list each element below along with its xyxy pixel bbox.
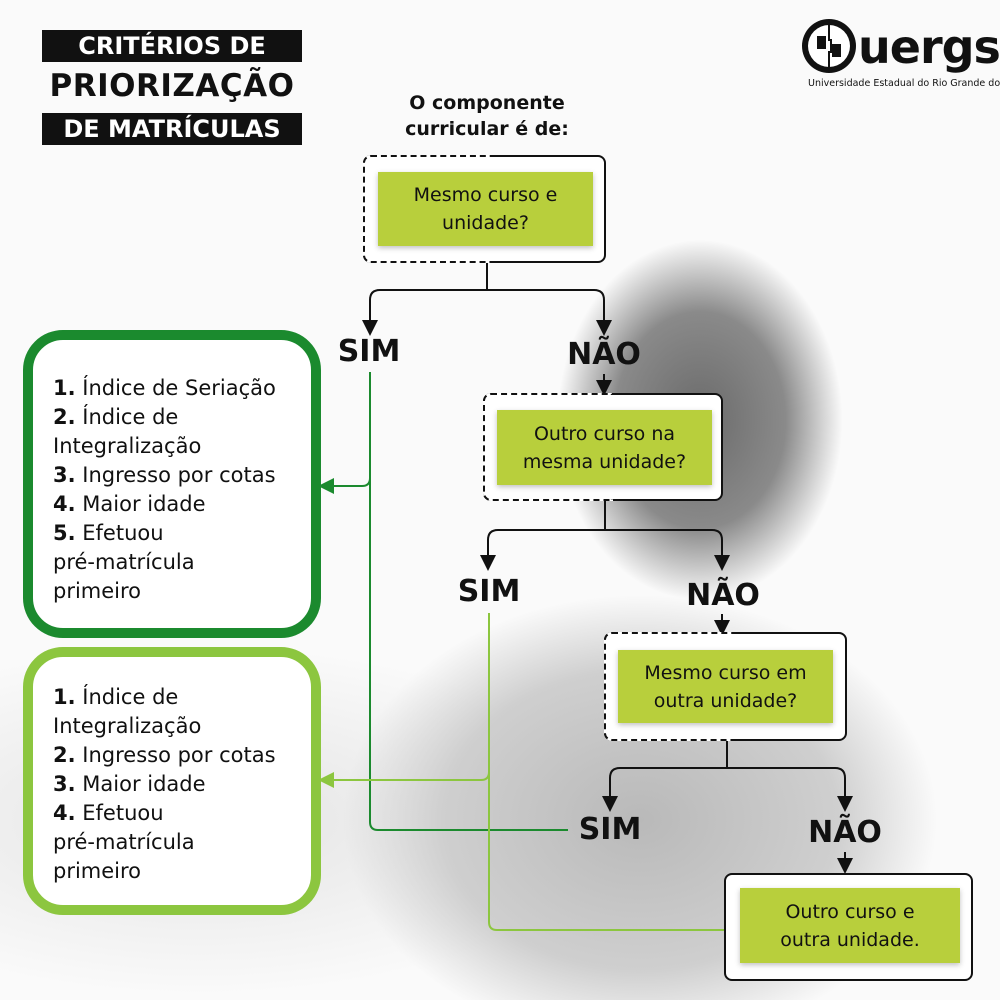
title-line-2: PRIORIZAÇÃO — [49, 68, 295, 104]
criteria-item: pré-matrícula — [53, 828, 311, 857]
node-text: Outro curso e — [785, 900, 915, 923]
node-text: mesma unidade? — [522, 450, 687, 473]
criteria-item: Integralização — [53, 712, 311, 741]
logo-subtitle: Universidade Estadual do Rio Grande do S… — [808, 78, 1000, 89]
question-heading: O componente curricular é de: — [380, 90, 594, 142]
criteria-text: Maior idade — [75, 772, 206, 796]
criteria-text: Ingresso por cotas — [75, 743, 276, 767]
criteria-item: 5. Efetuou — [53, 519, 311, 548]
criteria-number: 4. — [53, 801, 76, 825]
criteria-number: 2. — [53, 743, 76, 767]
criteria-number: 1. — [53, 685, 76, 709]
label-nao-3: NÃO — [808, 815, 882, 850]
criteria-number: 3. — [53, 463, 76, 487]
criteria-text: Índice de Seriação — [75, 376, 276, 400]
criteria-number: 2. — [53, 405, 76, 429]
connector-q2 — [487, 500, 723, 565]
criteria-item: 1. Índice de — [53, 683, 311, 712]
label-sim-1: SIM — [337, 334, 401, 369]
node-text: Mesmo curso em — [644, 661, 807, 684]
criteria-item: 3. Maior idade — [53, 770, 311, 799]
criteria-text: Efetuou — [75, 801, 164, 825]
criteria-number: 4. — [53, 492, 76, 516]
label-nao-1: NÃO — [567, 337, 641, 372]
criteria-text: pré-matrícula — [53, 550, 195, 574]
criteria-item: 2. Ingresso por cotas — [53, 741, 311, 770]
question-line-1: O componente — [409, 92, 565, 114]
criteria-text: Efetuou — [75, 521, 164, 545]
criteria-text: Índice de — [75, 405, 179, 429]
question-line-2: curricular é de: — [405, 118, 569, 140]
title-line-3: DE MATRÍCULAS — [42, 113, 302, 145]
dark-green-connector — [318, 372, 568, 831]
criteria-text: primeiro — [53, 579, 142, 603]
node-text: outra unidade. — [780, 928, 920, 951]
criteria-item: pré-matrícula — [53, 548, 311, 577]
title-line-1: CRITÉRIOS DE — [42, 30, 302, 62]
node-text: outra unidade? — [653, 689, 798, 712]
criteria-text: primeiro — [53, 859, 142, 883]
criteria-item: 4. Maior idade — [53, 490, 311, 519]
logo-wordmark: uergs — [858, 20, 1000, 74]
criteria-text: Integralização — [53, 434, 202, 458]
label-nao-2: NÃO — [686, 578, 760, 613]
label-sim-3: SIM — [578, 812, 642, 847]
criteria-number: 3. — [53, 772, 76, 796]
decision-mesmo-curso-outra-unidade: Mesmo curso em outra unidade? — [618, 650, 833, 723]
decision-outro-curso-outra-unidade: Outro curso e outra unidade. — [740, 888, 960, 963]
criteria-text: pré-matrícula — [53, 830, 195, 854]
criteria-item: 3. Ingresso por cotas — [53, 461, 311, 490]
criteria-item: primeiro — [53, 857, 311, 886]
node-text: Mesmo curso e — [413, 184, 558, 206]
criteria-item: 1. Índice de Seriação — [53, 374, 311, 403]
criteria-item: primeiro — [53, 577, 311, 606]
node-text: unidade? — [442, 212, 529, 234]
uergs-logo: uergs Universidade Estadual do Rio Grand… — [800, 16, 1000, 96]
decision-outro-curso-mesma-unidade: Outro curso na mesma unidade? — [497, 410, 712, 485]
label-sim-2: SIM — [457, 574, 521, 609]
criteria-number: 1. — [53, 376, 76, 400]
criteria-item: 4. Efetuou — [53, 799, 311, 828]
uergs-emblem-icon — [802, 19, 856, 73]
criteria-text: Índice de — [75, 685, 179, 709]
light-green-connector — [318, 613, 724, 931]
criteria-text: Ingresso por cotas — [75, 463, 276, 487]
criteria-number: 5. — [53, 521, 76, 545]
criteria-item: Integralização — [53, 432, 311, 461]
connector-q1 — [369, 262, 604, 328]
connector-q3 — [609, 740, 846, 806]
criteria-text: Maior idade — [75, 492, 206, 516]
decision-mesmo-curso-unidade: Mesmo curso e unidade? — [378, 172, 593, 246]
node-text: Outro curso na — [533, 422, 676, 445]
criteria-item: 2. Índice de — [53, 403, 311, 432]
criteria-text: Integralização — [53, 714, 202, 738]
